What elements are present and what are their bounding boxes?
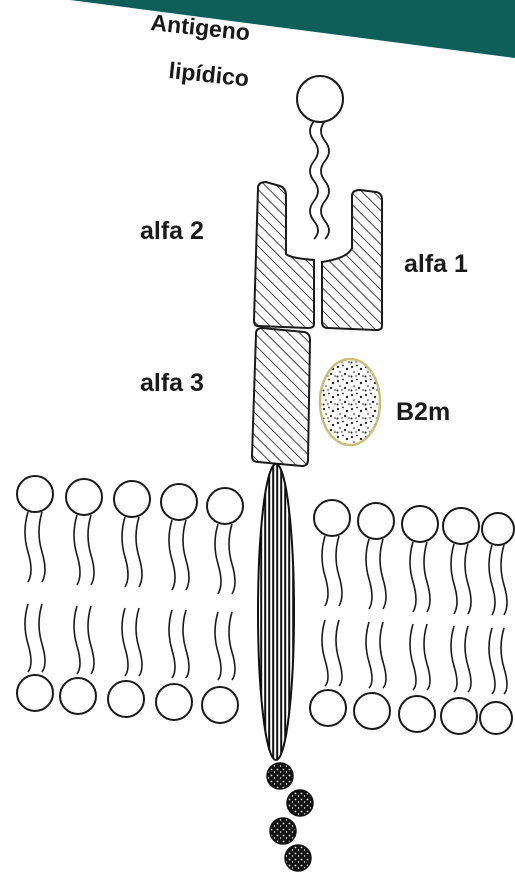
label-b2m: B2m [396, 398, 450, 426]
cytoplasmic-bead [287, 790, 313, 816]
cytoplasmic-bead [270, 818, 296, 844]
antigen-tail-left [310, 121, 318, 239]
phospholipid-left-5 [202, 488, 243, 723]
alfa-2-domain [254, 182, 314, 328]
label-alfa-1: alfa 1 [404, 250, 468, 278]
label-antigen-line2: lipídico [167, 57, 250, 91]
phospholipid-left-1 [17, 476, 53, 711]
phospholipid-right-3 [399, 506, 438, 732]
label-alfa-3: alfa 3 [140, 369, 204, 397]
phospholipid-right-4 [441, 508, 479, 734]
phospholipid-right-2 [354, 503, 394, 729]
phospholipid-left-2 [60, 479, 102, 714]
phospholipid-left-3 [108, 481, 150, 717]
phospholipid-left-4 [156, 484, 197, 720]
alfa-3-domain [252, 328, 310, 466]
phospholipid-right-5 [480, 513, 514, 734]
phospholipid-right-1 [310, 500, 350, 726]
b2m-domain [320, 359, 380, 445]
transmembrane-segment [258, 464, 294, 760]
label-alfa-2: alfa 2 [140, 217, 204, 245]
alfa-1-domain [322, 190, 382, 330]
corner-banner [70, 0, 515, 58]
cytoplasmic-bead [285, 845, 311, 871]
cytoplasmic-bead [267, 763, 293, 789]
antigen-tail-right [321, 121, 329, 239]
antigen-head [297, 76, 343, 122]
cytoplasmic-tail [267, 763, 313, 871]
